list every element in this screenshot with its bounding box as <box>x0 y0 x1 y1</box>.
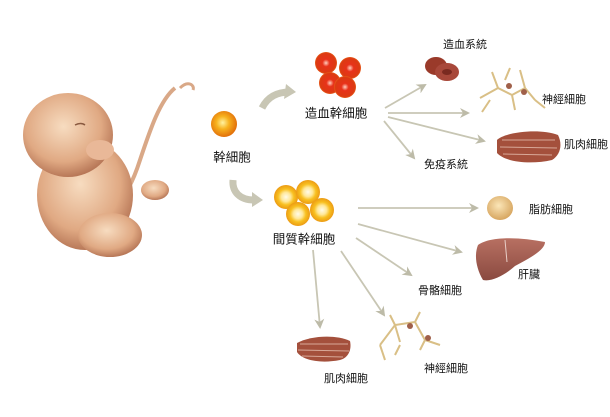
nerve-cell-icon <box>479 67 546 113</box>
blood-system-label: 造血系統 <box>443 38 487 51</box>
hematopoietic-cell-cluster <box>315 52 361 98</box>
nerve-cell-icon-2 <box>379 311 441 361</box>
mesenchymal-stem-cell-label: 間質幹細胞 <box>272 231 336 247</box>
stem-cell-label: 幹細胞 <box>213 149 251 165</box>
curved-arrow-down <box>229 179 255 204</box>
muscle-cell-label-2: 肌肉細胞 <box>324 372 368 385</box>
fat-cell-icon <box>487 196 513 220</box>
muscle-cell-icon-2 <box>297 336 351 362</box>
liver-label: 肝臟 <box>518 268 540 281</box>
muscle-cell-icon <box>497 131 561 163</box>
red-blood-cell-icon <box>425 57 459 81</box>
immune-system-label: 免疫系統 <box>424 158 468 171</box>
differentiation-arrows <box>312 84 486 329</box>
liver-icon <box>475 238 545 281</box>
bone-cell-label: 骨骼細胞 <box>418 284 462 297</box>
mesenchymal-cell-cluster <box>274 180 334 226</box>
muscle-cell-label: 肌肉細胞 <box>564 138 608 151</box>
fat-cell-label: 脂肪細胞 <box>529 203 573 216</box>
fetus-illustration <box>23 82 195 257</box>
nerve-cell-label-2: 神經細胞 <box>424 362 468 375</box>
hematopoietic-stem-cell-label: 造血幹細胞 <box>304 105 368 121</box>
stem-cell-icon <box>211 111 237 137</box>
nerve-cell-label: 神經細胞 <box>542 93 586 106</box>
